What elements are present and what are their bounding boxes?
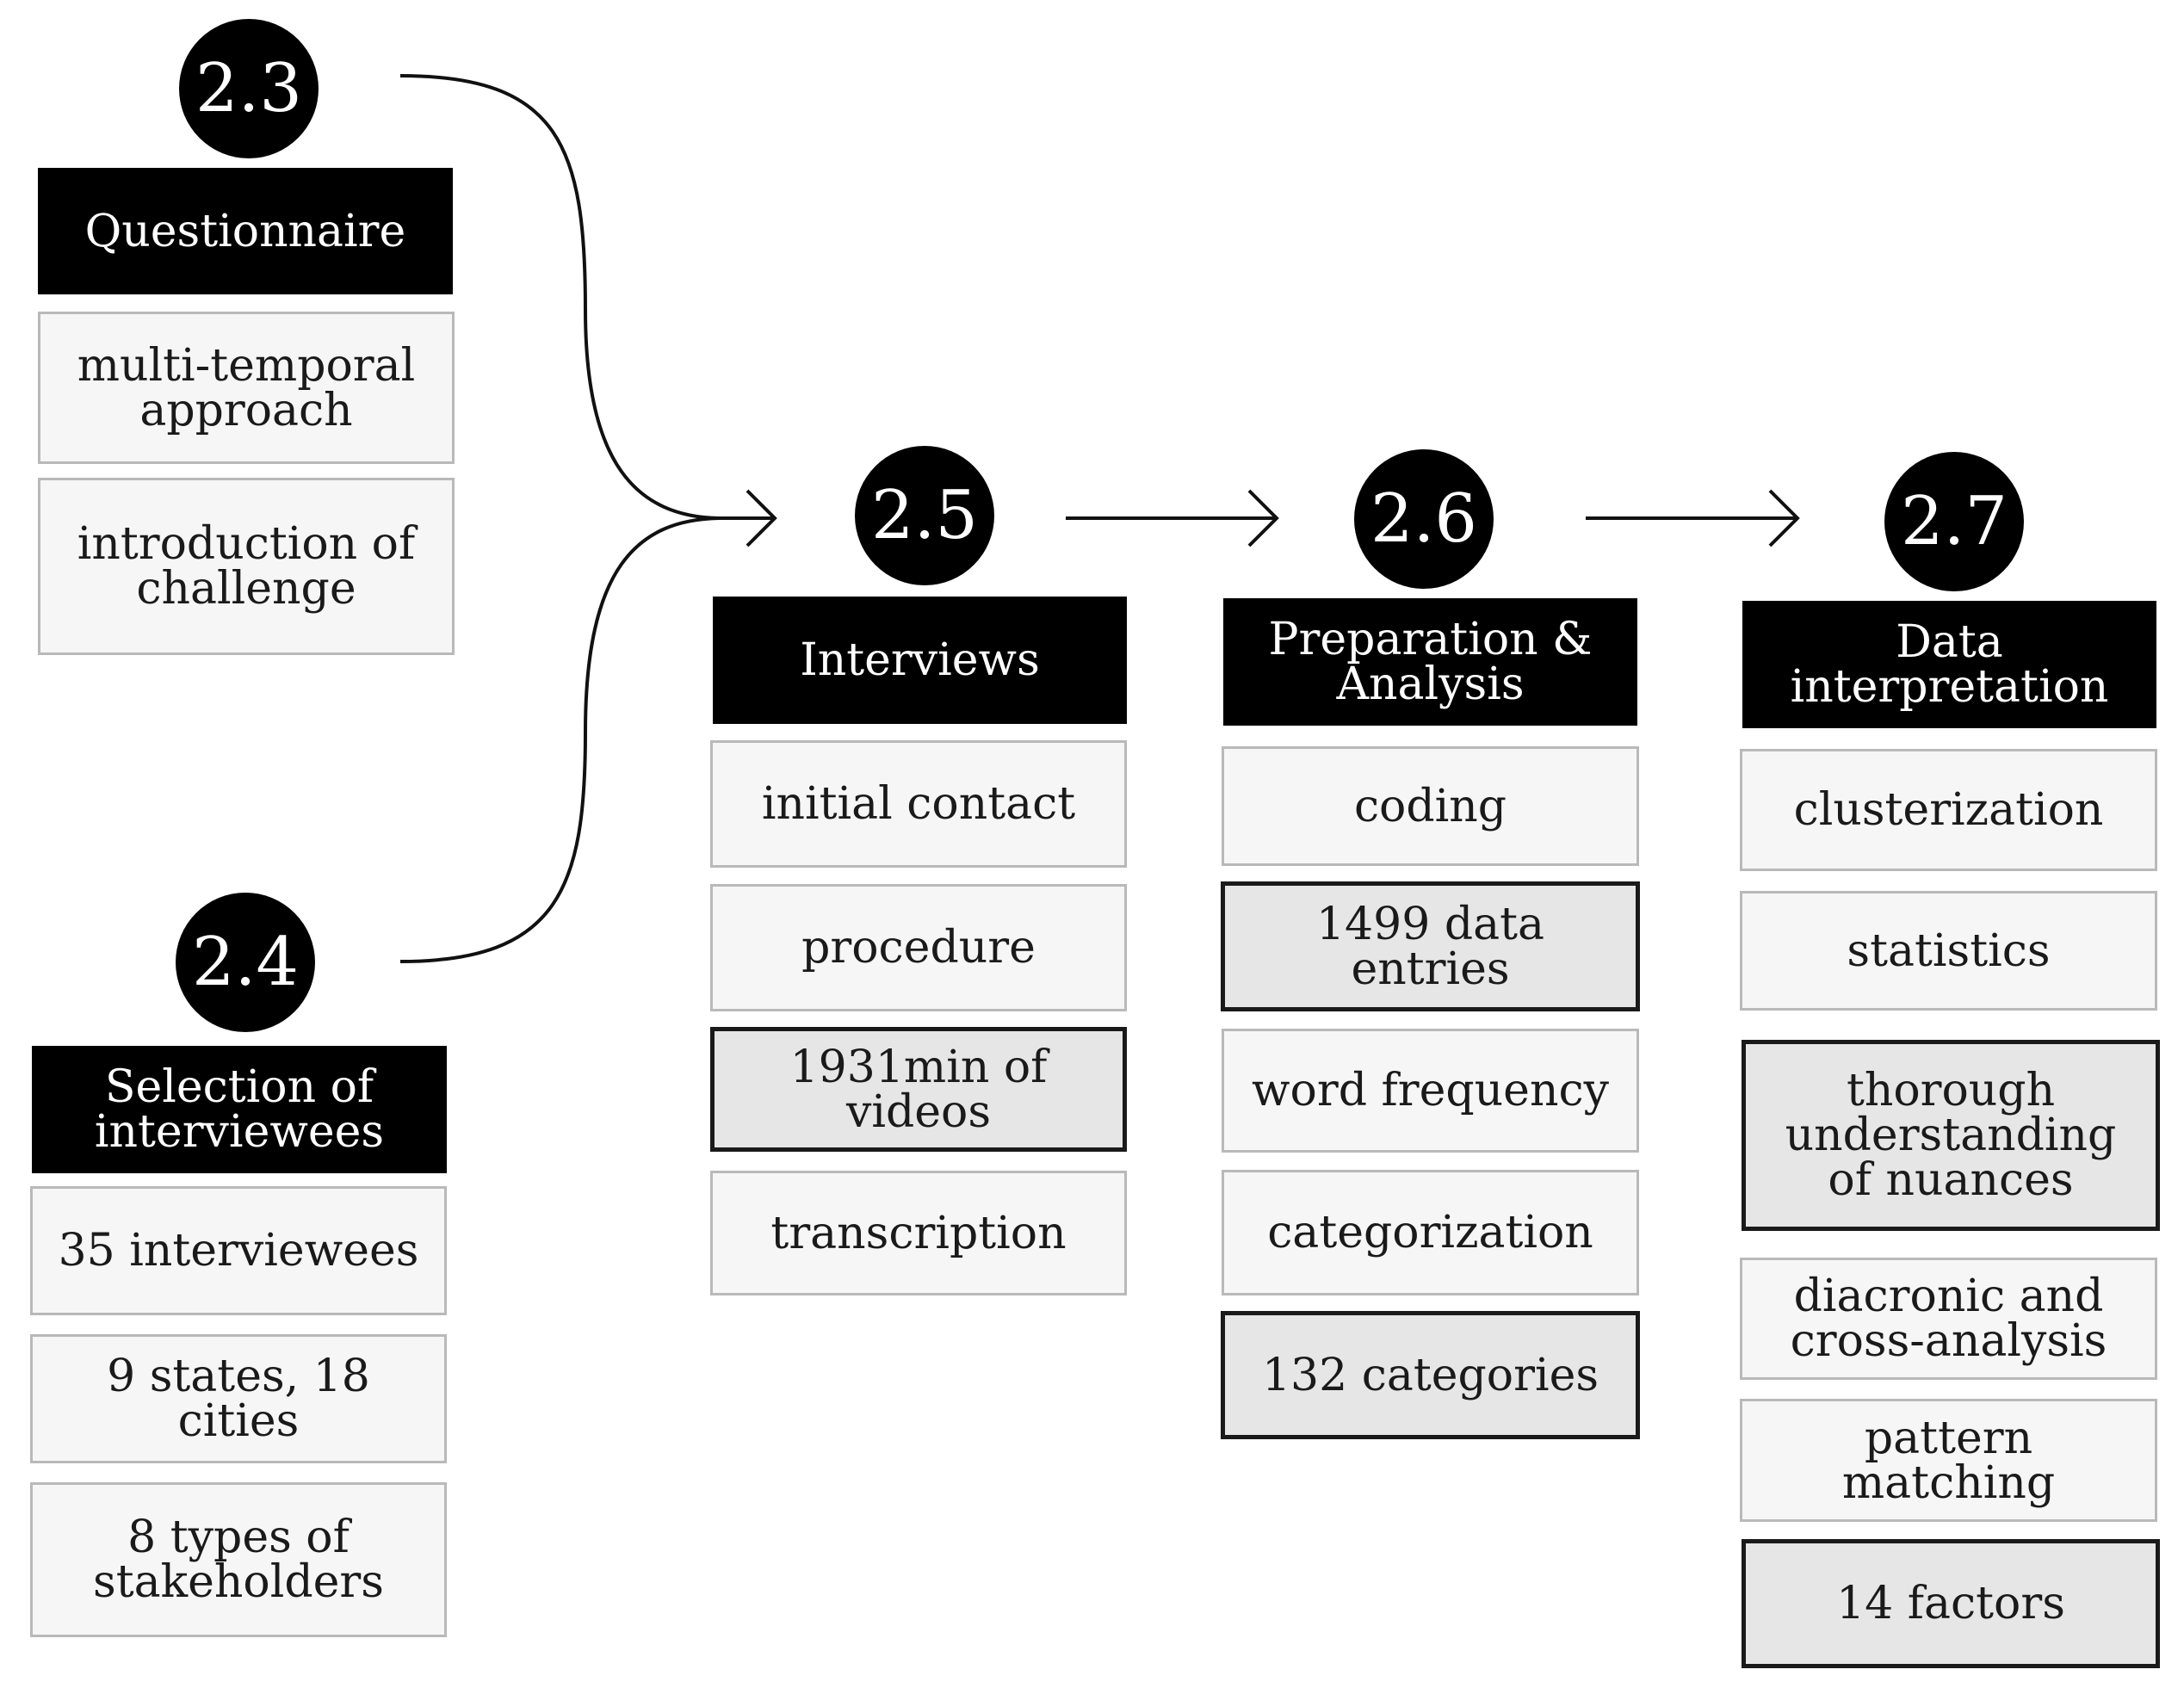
item-label: coding xyxy=(1353,780,1507,832)
preparation-header: Preparation & Analysis xyxy=(1223,598,1637,726)
preparation-item-highlight: 132 categories xyxy=(1221,1311,1640,1439)
selection-item: 8 types of stakeholders xyxy=(30,1482,447,1637)
item-label: categorization xyxy=(1267,1207,1593,1258)
interviews-item: procedure xyxy=(710,884,1127,1011)
item-label: introduction of challenge xyxy=(77,518,416,615)
interviews-item: initial contact xyxy=(710,740,1127,868)
interpretation-item: pattern matching xyxy=(1740,1399,2157,1522)
selection-item: 9 states, 18 cities xyxy=(30,1334,447,1463)
questionnaire-item: multi-temporal approach xyxy=(38,312,455,464)
interviews-item: transcription xyxy=(710,1171,1127,1295)
item-label: 9 states, 18 cities xyxy=(107,1351,370,1447)
preparation-item: coding xyxy=(1222,746,1639,866)
interpretation-header: Data interpretation xyxy=(1742,601,2156,728)
item-label: 1499 data entries xyxy=(1315,898,1545,995)
step-badge-2-6: 2.6 xyxy=(1354,449,1494,589)
item-label: thorough understanding of nuances xyxy=(1785,1065,2117,1206)
item-label: procedure xyxy=(801,922,1036,974)
item-label: diacronic and cross-analysis xyxy=(1790,1271,2107,1367)
item-label: initial contact xyxy=(761,778,1076,830)
questionnaire-header: Questionnaire xyxy=(38,168,453,294)
selection-header: Selection of interviewees xyxy=(32,1046,447,1173)
step-badge-2-3: 2.3 xyxy=(179,19,319,158)
interpretation-item-highlight: thorough understanding of nuances xyxy=(1742,1040,2160,1231)
interviews-item-highlight: 1931min of videos xyxy=(710,1027,1127,1152)
interpretation-item: diacronic and cross-analysis xyxy=(1740,1258,2157,1380)
preparation-item-highlight: 1499 data entries xyxy=(1221,881,1640,1011)
item-label: statistics xyxy=(1847,924,2051,977)
curve-2-3-to-2-5 xyxy=(399,74,720,520)
interpretation-item: clusterization xyxy=(1740,749,2157,871)
questionnaire-item: introduction of challenge xyxy=(38,478,455,655)
item-label: 132 categories xyxy=(1261,1349,1599,1401)
preparation-item: word frequency xyxy=(1222,1029,1639,1153)
item-label: word frequency xyxy=(1252,1065,1609,1116)
item-label: clusterization xyxy=(1793,784,2104,836)
step-badge-2-7: 2.7 xyxy=(1884,452,2024,591)
step-badge-2-4: 2.4 xyxy=(176,893,315,1032)
selection-item: 35 interviewees xyxy=(30,1186,447,1315)
preparation-item: categorization xyxy=(1222,1170,1639,1295)
interpretation-item: statistics xyxy=(1740,891,2157,1011)
interviews-header: Interviews xyxy=(713,597,1127,724)
item-label: pattern matching xyxy=(1841,1412,2056,1509)
item-label: 8 types of stakeholders xyxy=(93,1512,384,1608)
item-label: multi-temporal approach xyxy=(77,339,416,436)
item-label: 35 interviewees xyxy=(58,1225,419,1277)
item-label: 1931min of videos xyxy=(789,1041,1048,1138)
interpretation-item-highlight: 14 factors xyxy=(1742,1539,2160,1668)
item-label: transcription xyxy=(770,1207,1067,1259)
step-badge-2-5: 2.5 xyxy=(855,446,994,585)
curve-2-4-to-2-5 xyxy=(399,516,720,963)
item-label: 14 factors xyxy=(1836,1578,2065,1629)
